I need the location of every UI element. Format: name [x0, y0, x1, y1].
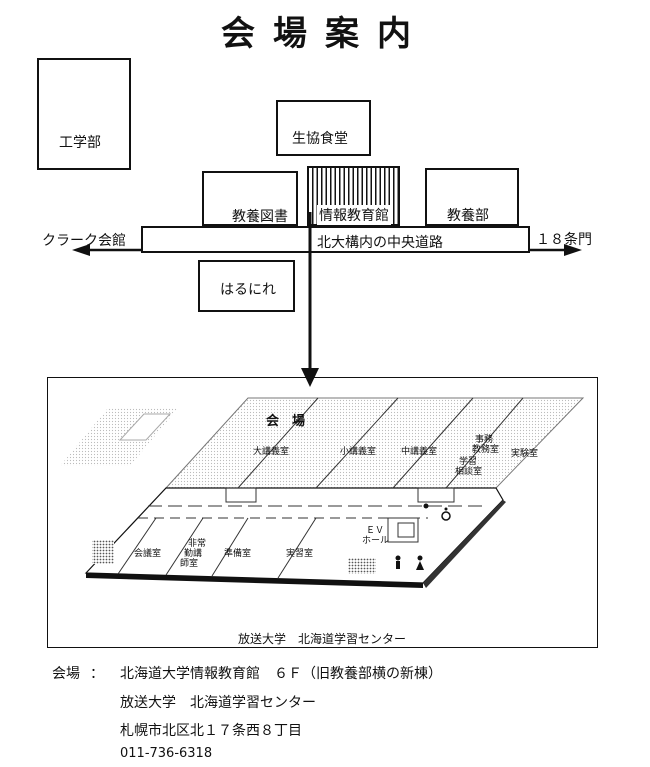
room-medium-lecture: 中講義室 [401, 447, 438, 457]
venue-line1: 北海道大学情報教育館 ６Ｆ（旧教養部横の新棟） [120, 666, 442, 682]
building-coop-cafeteria-label: 生協食堂 [292, 131, 348, 147]
room-study-consult-line1: 学習 [459, 457, 478, 467]
venue-separator: ： [90, 666, 104, 682]
room-office-line2: 教務室 [472, 445, 500, 455]
hall-line1: ＥＶ [366, 526, 385, 536]
room-office-line1: 事務 [475, 435, 494, 445]
building-coop-cafeteria: 生協食堂 [276, 100, 371, 156]
floor-plan-caption: 放送大学 北海道学習センター [238, 632, 407, 646]
room-practice: 実習室 [286, 549, 314, 559]
building-info-edu-hall-label: 情報教育館 [317, 205, 391, 225]
gate-18-label: １８条門 [536, 232, 592, 248]
arrow-right-icon [530, 244, 582, 256]
clark-hall-label: クラーク会館 [42, 233, 126, 249]
room-large-lecture: 大講義室 [253, 447, 290, 457]
room-part-time-line3: 師室 [180, 559, 199, 569]
room-study-consult-line2: 相談室 [455, 467, 483, 477]
location-dot-icon [423, 503, 429, 509]
hall-line2: ホール [362, 536, 390, 546]
venue-address: 札幌市北区北１７条西８丁目 [120, 723, 302, 739]
building-library: 教養図書 [202, 171, 298, 226]
compass-mark-icon [60, 408, 178, 466]
map-arrows [72, 212, 582, 387]
room-part-time-line2: 勤講 [184, 549, 203, 559]
venue-phone: 011-736-6318 [120, 746, 213, 761]
room-small-lecture: 小講義室 [340, 447, 377, 457]
room-part-time-line1: 非常 [188, 539, 207, 549]
room-prep: 準備室 [224, 549, 252, 559]
toilet-icon [395, 555, 424, 570]
central-road-label: 北大構内の中央道路 [317, 235, 443, 251]
arrow-down-icon [301, 212, 319, 387]
arrow-left-icon [72, 244, 141, 256]
building-harunire-label: はるにれ [220, 282, 276, 298]
building-engineering: 工学部 [37, 58, 131, 170]
central-road: 北大構内の中央道路 [141, 226, 530, 253]
building-harunire: はるにれ [198, 260, 295, 312]
building-liberal-arts: 教養部 [425, 168, 519, 226]
venue-key: 会場 [52, 666, 80, 682]
building-info-edu-hall: 情報教育館 [307, 166, 400, 226]
venue-marker-label: 会 場 [266, 414, 306, 429]
venue-line2: 放送大学 北海道学習センター [120, 695, 316, 711]
floor-plan-box: 会 場 大講義室 小講義室 中講義室 事務 教務室 学習 相談室 実験室 会議室… [47, 377, 598, 648]
page-title: 会場案内 [221, 14, 429, 54]
wheelchair-icon [441, 507, 451, 521]
room-meeting: 会議室 [134, 549, 162, 559]
room-lab: 実験室 [511, 449, 539, 459]
building-liberal-arts-label: 教養部 [447, 208, 489, 224]
building-library-label: 教養図書 [232, 209, 288, 225]
stairs-icon [92, 540, 376, 574]
floor-plan-drawing [60, 397, 585, 588]
building-engineering-label: 工学部 [59, 135, 101, 151]
